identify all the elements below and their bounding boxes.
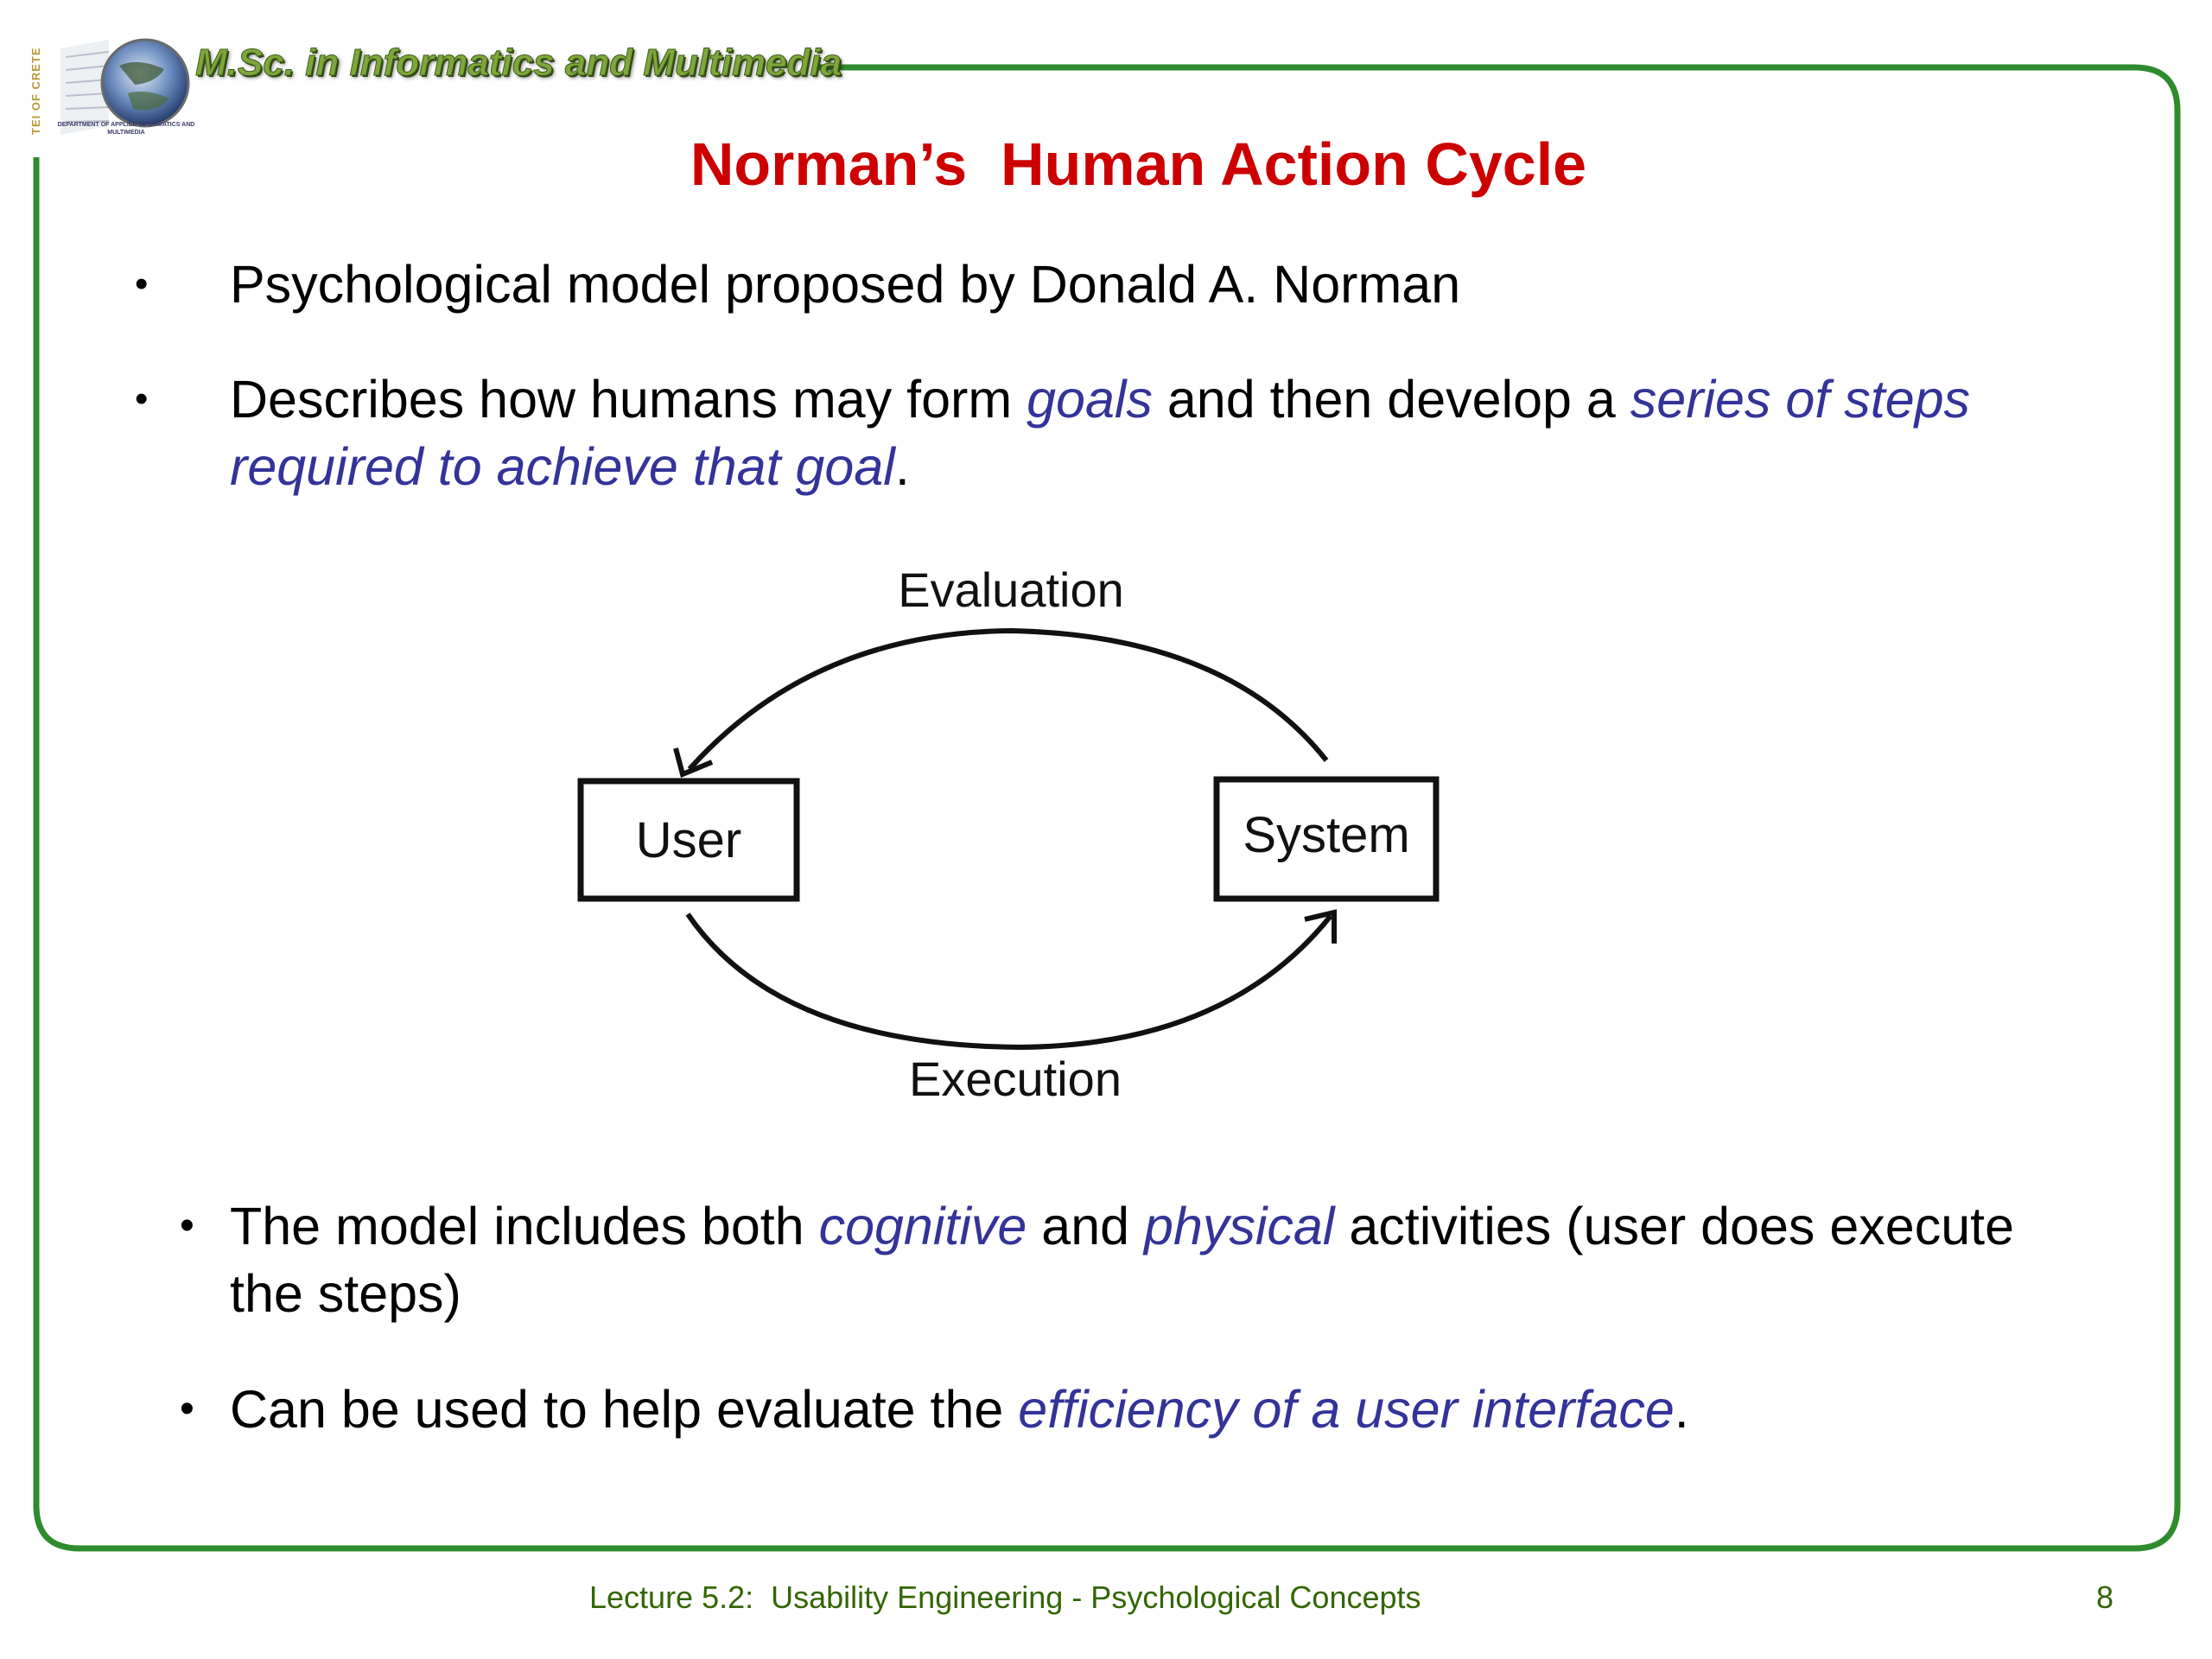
text-run: Can be used to help evaluate the xyxy=(230,1380,1019,1439)
text-run: and then develop a xyxy=(1152,370,1630,429)
bullet-marker: • xyxy=(135,263,149,305)
emphasis-physical: physical xyxy=(1144,1197,1335,1255)
program-title: M.Sc. in Informatics and Multimedia xyxy=(194,41,842,85)
execution-arrowhead xyxy=(1304,909,1337,944)
bullet-marker: • xyxy=(135,378,149,420)
user-box xyxy=(577,778,800,902)
evaluation-arrow xyxy=(687,627,1329,772)
slide-title: Norman’s Human Action Cycle xyxy=(690,130,1587,198)
bullet-text-line-2: required to achieve that goal. xyxy=(230,433,910,500)
text-run: Describes how humans may form xyxy=(230,370,1027,429)
bullet-text-line-1: The model includes both cognitive and ph… xyxy=(230,1192,2014,1260)
bullet-text-line-1: Can be used to help evaluate the efficie… xyxy=(230,1376,1689,1443)
user-box-label: User xyxy=(636,812,741,868)
footer-page-number: 8 xyxy=(2096,1580,2114,1615)
globe-icon xyxy=(60,38,190,135)
text-run: and xyxy=(1027,1197,1145,1255)
emphasis-goals: goals xyxy=(1027,370,1153,429)
text-run: . xyxy=(1674,1380,1689,1439)
bullet-text-line-2: the steps) xyxy=(230,1264,461,1323)
text-run: . xyxy=(894,437,910,496)
footer-lecture-title: Lecture 5.2: Usability Engineering - Psy… xyxy=(589,1580,1421,1615)
emphasis-achieve-goal: required to achieve that goal xyxy=(230,437,895,496)
bullet-marker: • xyxy=(180,1203,194,1249)
system-box xyxy=(1213,776,1440,902)
text-run: activities (user does execute xyxy=(1334,1197,2015,1255)
bullet-text-line-1: Describes how humans may form goals and … xyxy=(230,365,1970,433)
text-run: The model includes both xyxy=(230,1197,819,1255)
evaluation-label: Evaluation xyxy=(898,563,1124,617)
execution-label: Execution xyxy=(909,1052,1122,1106)
execution-arrow xyxy=(685,912,1333,1051)
department-logo xyxy=(26,31,199,152)
emphasis-series-of-steps: series of steps xyxy=(1630,370,1971,429)
evaluation-arrowhead xyxy=(673,747,714,779)
emphasis-cognitive: cognitive xyxy=(818,1197,1027,1255)
emphasis-efficiency: efficiency of a user interface xyxy=(1018,1380,1675,1439)
system-box-label: System xyxy=(1243,807,1409,863)
action-cycle-diagram: Evaluation User System Execution xyxy=(577,563,1440,1106)
bullet-marker: • xyxy=(180,1386,194,1432)
department-name: DEPARTMENT OF APPLIED INFORMATICS AND MU… xyxy=(57,122,195,136)
bullet-text: Psychological model proposed by Donald A… xyxy=(230,255,1461,314)
